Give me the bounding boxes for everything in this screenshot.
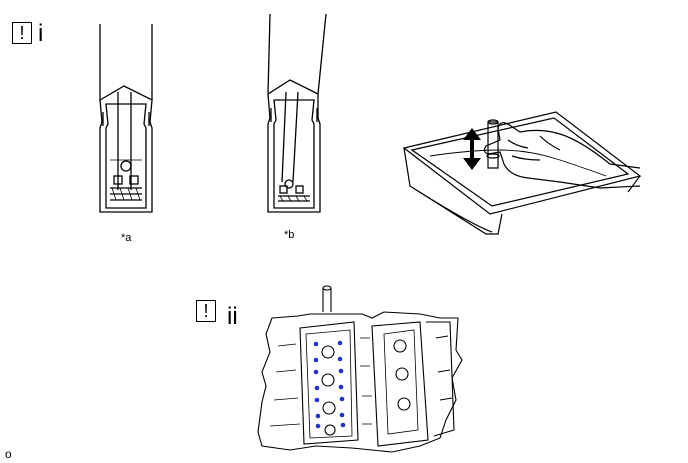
step-label-ii: ii: [227, 303, 238, 330]
step-label-i: i: [38, 20, 44, 47]
bolt-marker: [315, 413, 321, 419]
notice-icon: !: [196, 300, 216, 322]
bolt-marker: [340, 422, 346, 428]
bolt-marker: [315, 423, 321, 429]
bolt-marker: [313, 357, 319, 363]
oil-tray-illustration: [402, 111, 642, 235]
bolt-marker: [338, 384, 344, 390]
lash-adjuster-a: [99, 24, 153, 213]
bolt-marker: [314, 397, 320, 403]
double-arrow-icon: [463, 128, 481, 170]
engine-block-illustration: [257, 285, 463, 453]
bolt-marker: [337, 340, 343, 346]
callout-b: *b: [284, 229, 295, 241]
notice-icon: !: [12, 22, 32, 44]
callout-a: *a: [121, 232, 132, 244]
bolt-marker: [338, 368, 344, 374]
bolt-marker: [313, 369, 319, 375]
bolt-marker: [313, 341, 319, 347]
bolt-marker: [339, 412, 345, 418]
bolt-marker: [314, 385, 320, 391]
bolt-marker: [337, 356, 343, 362]
bearing-bolt-markers: [313, 340, 346, 429]
lash-adjuster-b: [267, 13, 327, 213]
bolt-marker: [339, 396, 345, 402]
figure-code: o: [5, 447, 12, 461]
